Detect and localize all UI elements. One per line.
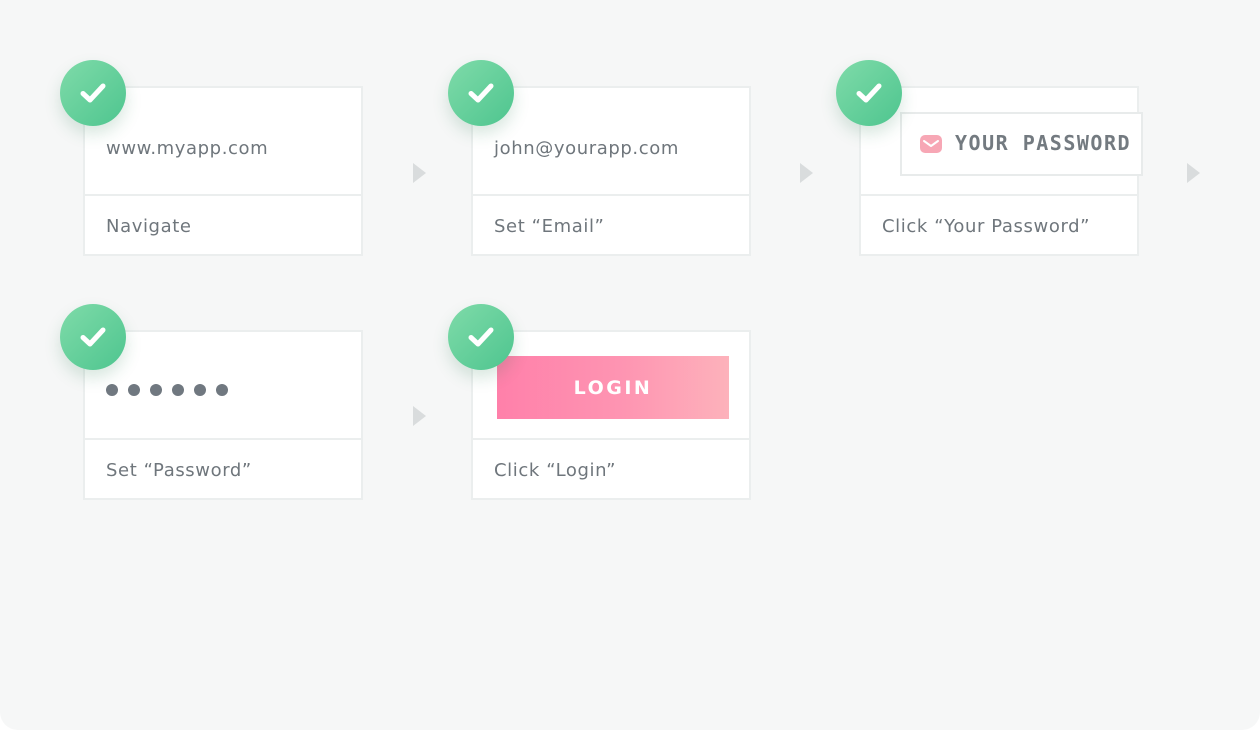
step-label: Navigate — [106, 216, 192, 237]
step-preview: LOGIN — [473, 332, 749, 440]
step-label: Set “Email” — [494, 216, 605, 237]
caret-right-icon — [800, 163, 813, 183]
password-dot — [172, 384, 184, 396]
step-set-email: john@yourapp.com Set “Email” — [471, 86, 751, 256]
login-button[interactable]: LOGIN — [497, 356, 729, 419]
step-navigate: www.myapp.com Navigate — [83, 86, 363, 256]
step-preview: www.myapp.com — [85, 88, 361, 196]
step-label: Click “Login” — [494, 460, 617, 481]
caret-right-icon — [413, 163, 426, 183]
step-click-your-password: YOUR PASSWORD Click “Your Password” — [859, 86, 1143, 256]
password-mask — [106, 384, 228, 396]
step-preview: john@yourapp.com — [473, 88, 749, 196]
password-dot — [216, 384, 228, 396]
envelope-icon — [920, 135, 942, 153]
password-dot — [194, 384, 206, 396]
your-password-text: YOUR PASSWORD — [955, 131, 1132, 155]
step-label: Click “Your Password” — [882, 216, 1091, 237]
email-value: john@yourapp.com — [494, 138, 679, 159]
step-preview — [85, 332, 361, 440]
step-click-login: LOGIN Click “Login” — [471, 330, 751, 500]
password-dot — [106, 384, 118, 396]
checkmark-icon — [60, 304, 126, 370]
step-label: Set “Password” — [106, 460, 252, 481]
step-preview: YOUR PASSWORD — [861, 88, 1143, 196]
url-value: www.myapp.com — [106, 138, 269, 159]
caret-right-icon — [1187, 163, 1200, 183]
step-set-password: Set “Password” — [83, 330, 363, 500]
password-dot — [128, 384, 140, 396]
your-password-field[interactable]: YOUR PASSWORD — [900, 112, 1143, 176]
password-dot — [150, 384, 162, 396]
caret-right-icon — [413, 406, 426, 426]
checkmark-icon — [60, 60, 126, 126]
checkmark-icon — [836, 60, 902, 126]
checkmark-icon — [448, 60, 514, 126]
checkmark-icon — [448, 304, 514, 370]
